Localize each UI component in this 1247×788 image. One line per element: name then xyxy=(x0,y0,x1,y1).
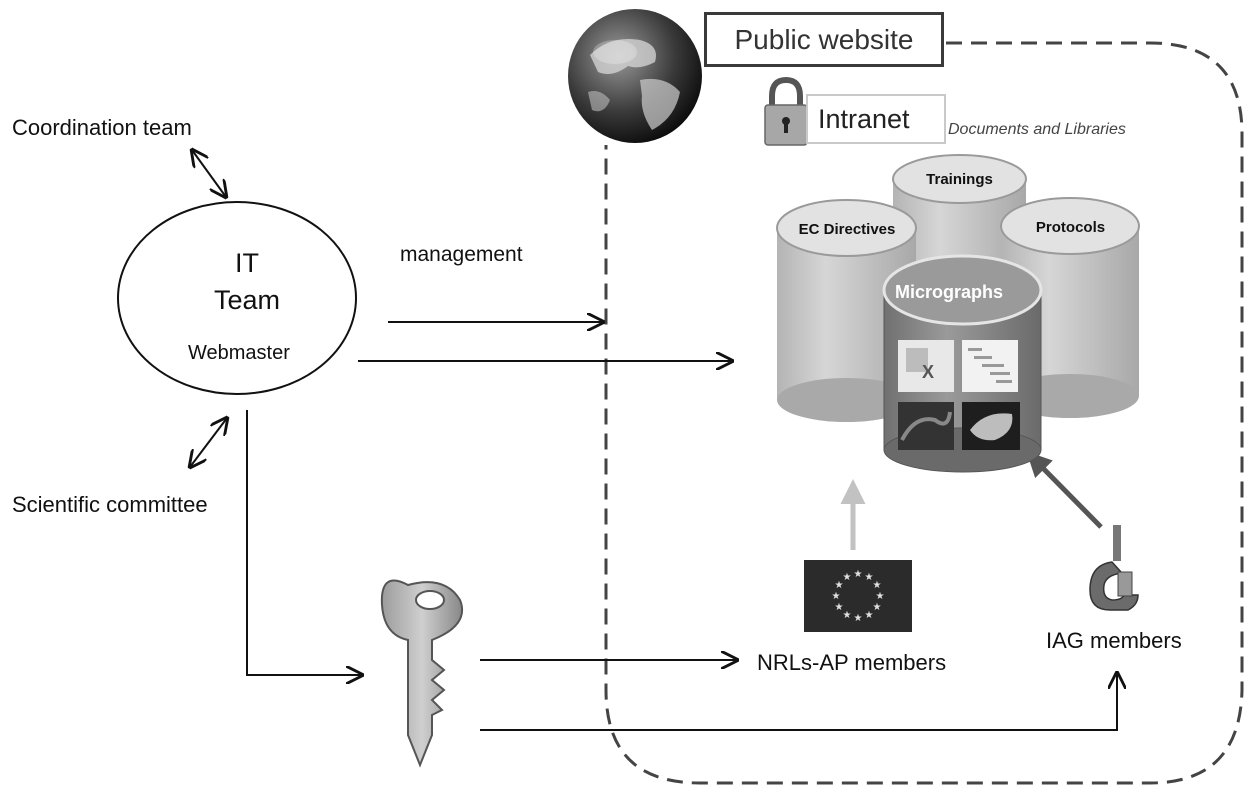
svg-text:★: ★ xyxy=(843,572,852,583)
svg-text:★: ★ xyxy=(865,572,874,583)
svg-text:★: ★ xyxy=(873,580,882,591)
coordination-link-arrow xyxy=(192,150,226,197)
eu-flag-icon: ★★★ ★★★ ★★★ ★★★ xyxy=(804,560,912,632)
svg-text:★: ★ xyxy=(835,602,844,613)
protocols-label: Protocols xyxy=(1035,219,1106,236)
webmaster-label: Webmaster xyxy=(188,342,290,364)
iag-members-label: IAG members xyxy=(1046,628,1182,653)
svg-text:★: ★ xyxy=(843,610,852,621)
public-website-box[interactable]: Public website xyxy=(704,12,944,67)
micrographs-cylinder: X xyxy=(882,254,1043,473)
svg-text:★: ★ xyxy=(873,602,882,613)
padlock-icon xyxy=(764,76,808,146)
svg-text:★: ★ xyxy=(854,613,863,624)
management-label: management xyxy=(400,243,523,266)
svg-text:★: ★ xyxy=(865,610,874,621)
coordination-team-label: Coordination team xyxy=(12,115,192,140)
svg-text:★: ★ xyxy=(832,591,841,602)
iag-access-arrow xyxy=(1026,451,1103,529)
intranet-label: Intranet xyxy=(818,103,910,134)
micrographs-label: Micrographs xyxy=(895,282,1004,302)
scientific-committee-label: Scientific committee xyxy=(12,492,208,517)
it-team-title: IT Team xyxy=(197,245,297,319)
scientific-link-arrow xyxy=(190,418,227,467)
intranet-box[interactable]: Intranet xyxy=(806,94,946,144)
svg-text:★: ★ xyxy=(876,591,885,602)
key-icon xyxy=(380,579,463,768)
clamp-tool-icon xyxy=(1089,525,1139,611)
trainings-label: Trainings xyxy=(926,171,993,188)
it-team-title-line2: Team xyxy=(213,285,281,315)
micrograph-thumb-1 xyxy=(898,402,954,450)
it-team-title-line1: IT xyxy=(235,248,259,278)
nrls-ap-members-label: NRLs-AP members xyxy=(757,650,947,675)
website-boundary xyxy=(604,41,1244,785)
svg-text:X: X xyxy=(922,362,934,382)
globe-icon xyxy=(568,9,702,143)
key-to-iag-arrow xyxy=(480,673,1117,731)
it-team-ellipse xyxy=(117,201,357,395)
webmaster-to-key-arrow xyxy=(246,410,362,675)
svg-text:★: ★ xyxy=(835,580,844,591)
svg-text:★: ★ xyxy=(854,569,863,580)
ec-directives-label: EC Directives xyxy=(798,221,896,238)
documents-libraries-label: Documents and Libraries xyxy=(948,121,1126,138)
public-website-label: Public website xyxy=(734,23,914,55)
